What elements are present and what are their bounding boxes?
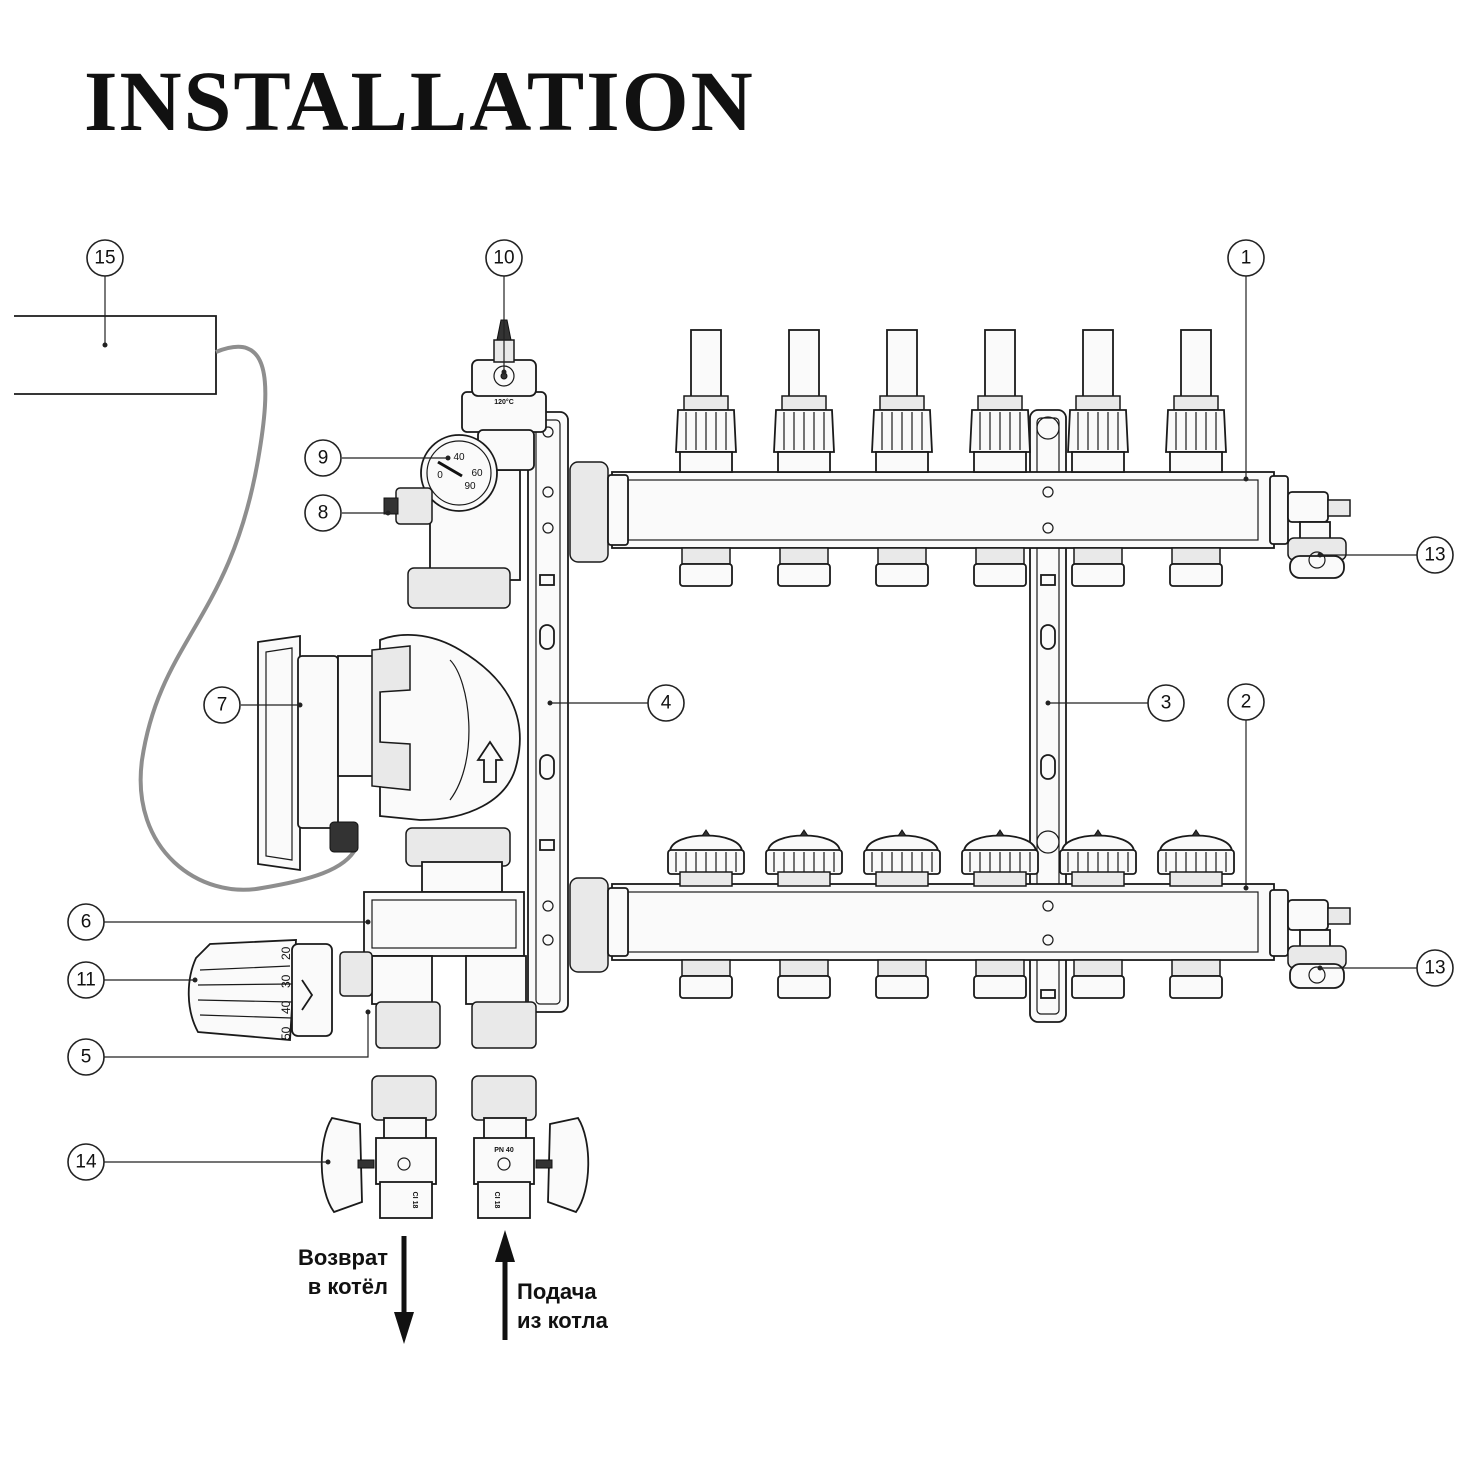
valve-cap [961,829,1039,887]
bypass-plug [383,487,433,525]
outlet-nipple [1169,547,1223,587]
valve-cap [667,829,745,887]
thermostatic-head: 20 30 40 50 [187,939,333,1041]
valve-cap [863,829,941,887]
callout-4: 4 [647,684,685,722]
outlet-nipples [679,547,1223,999]
svg-text:8: 8 [318,503,329,524]
ball-valve-return: CI 18 [320,1075,437,1219]
return-manifold [569,877,1289,973]
flow-meter [1165,329,1227,473]
outlet-nipple [1169,959,1223,999]
sensor-cable [138,344,358,892]
flow-meters [675,329,1227,473]
return-label-line2: в котёл [308,1274,388,1299]
svg-text:13: 13 [1424,958,1445,979]
gauge-tick-60: 60 [471,468,483,479]
outlet-nipple [679,547,733,587]
supply-arrow [495,1230,515,1340]
supply-label-line1: Подача [517,1279,597,1304]
scale-20: 20 [279,946,293,960]
return-arrow [394,1236,414,1344]
end-fitting-top [1287,491,1351,579]
callout-13-top: 13 [1416,536,1454,574]
valve-caps [667,829,1235,887]
flow-meter [675,329,737,473]
callout-13-bottom: 13 [1416,949,1454,987]
outlet-nipple [777,959,831,999]
svg-text:1: 1 [1241,248,1252,269]
outlet-nipple [875,547,929,587]
flow-meter [871,329,933,473]
supply-manifold [569,461,1289,563]
svg-text:14: 14 [75,1152,97,1173]
outlet-nipple [973,547,1027,587]
mounting-bracket-left [527,411,569,1013]
svg-text:7: 7 [217,695,228,716]
page-title: INSTALLATION [84,53,755,149]
end-fitting-bottom [1287,899,1351,989]
gauge-tick-0: 0 [437,470,443,481]
callout-10: 10 [485,239,523,277]
callout-1: 1 [1227,239,1265,277]
outlet-nipple [679,959,733,999]
svg-text:3: 3 [1161,693,1172,714]
svg-text:15: 15 [94,248,115,269]
vent-temp-label: 120°C [494,398,514,406]
outlet-nipple [973,959,1027,999]
svg-text:13: 13 [1424,545,1445,566]
scale-40: 40 [279,1000,293,1014]
temperature-gauge: 0 40 60 90 [420,434,498,512]
valve-mark-left: CI 18 [411,1192,418,1209]
valve-cap [765,829,843,887]
callout-5: 5 [67,1038,105,1076]
valve-mark-right: CI 18 [493,1192,500,1209]
outlet-nipple [875,959,929,999]
mixing-pipe [405,469,521,893]
svg-text:6: 6 [81,912,92,933]
flow-meter [969,329,1031,473]
callout-6: 6 [67,903,105,941]
scale-30: 30 [279,974,293,988]
callout-15: 15 [86,239,124,277]
callout-14: 14 [67,1143,105,1181]
controller-box [14,315,217,395]
callout-8: 8 [304,494,342,532]
return-label-line1: Возврат [298,1245,388,1270]
valve-cap [1157,829,1235,887]
gauge-tick-40: 40 [453,452,465,463]
svg-text:4: 4 [661,693,672,714]
outlet-nipple [777,547,831,587]
mixing-valve [339,891,537,1049]
svg-text:9: 9 [318,448,329,469]
svg-text:5: 5 [81,1047,92,1068]
valve-mark-pn: PN 40 [494,1147,514,1154]
outlet-nipple [1071,959,1125,999]
ball-valve-supply: PN 40 CI 18 [471,1075,590,1219]
scale-50: 50 [279,1026,293,1040]
valve-cap [1059,829,1137,887]
supply-label-line2: из котла [517,1308,609,1333]
circulation-pump [257,633,521,872]
flow-meter [773,329,835,473]
flow-meter [1067,329,1129,473]
svg-text:11: 11 [76,970,96,991]
callout-9: 9 [304,439,342,477]
outlet-nipple [1071,547,1125,587]
callout-3: 3 [1147,684,1185,722]
callout-2: 2 [1227,683,1265,721]
svg-text:10: 10 [493,248,514,269]
mounting-bracket-right [1029,409,1067,1023]
callout-7: 7 [203,686,241,724]
svg-text:2: 2 [1241,692,1252,713]
leader-lines [102,276,1417,1165]
gauge-tick-90: 90 [464,481,476,492]
callout-11: 11 [67,961,105,999]
